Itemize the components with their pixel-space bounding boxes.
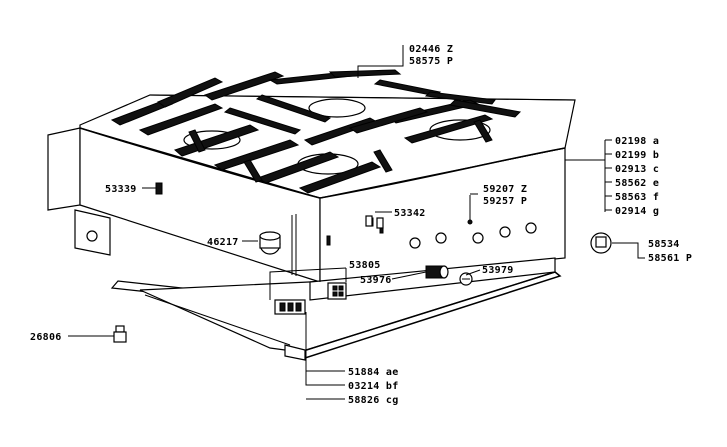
label-ignition: 53805 [349, 260, 381, 271]
label-side-5: 58563 f [615, 192, 659, 203]
valve-part [459, 272, 473, 286]
label-foot: 26806 [30, 332, 62, 343]
ignition-block-part [327, 282, 347, 300]
label-thermo-1: 59207 Z [483, 184, 527, 195]
label-clip: 53342 [394, 208, 426, 219]
igniter-part [425, 265, 449, 279]
bottom-tray [110, 271, 562, 361]
label-switch-1: 51884 ae [348, 367, 399, 378]
label-valve: 53979 [482, 265, 514, 276]
thermocouple-part [467, 195, 473, 225]
label-grates-2: 58575 P [409, 56, 453, 67]
knob-cap-part [259, 231, 281, 255]
label-switch-2: 03214 bf [348, 381, 399, 392]
label-switch-3: 58826 cg [348, 395, 399, 406]
label-side-1: 02198 a [615, 136, 659, 147]
part-labels: 02446 Z 58575 P 02198 a 02199 b 02913 c … [30, 44, 692, 406]
label-side-2: 02199 b [615, 150, 659, 161]
label-side-screw: 53339 [105, 184, 137, 195]
label-knob-1: 58534 [648, 239, 680, 250]
control-knob-part [590, 232, 612, 254]
label-knob-cap: 46217 [207, 237, 239, 248]
label-igniter: 53976 [360, 275, 392, 286]
label-knob-2: 58561 P [648, 253, 692, 264]
label-side-6: 02914 g [615, 206, 659, 217]
side-screw-part [155, 182, 163, 195]
foot-part [113, 325, 127, 343]
label-side-4: 58562 e [615, 178, 659, 189]
label-side-3: 02913 c [615, 164, 659, 175]
switch-part [274, 299, 306, 315]
clip-part [365, 215, 384, 229]
pan-support-grates [110, 69, 522, 194]
label-thermo-2: 59257 P [483, 196, 527, 207]
label-grates-1: 02446 Z [409, 44, 453, 55]
leader-lines [68, 45, 645, 400]
